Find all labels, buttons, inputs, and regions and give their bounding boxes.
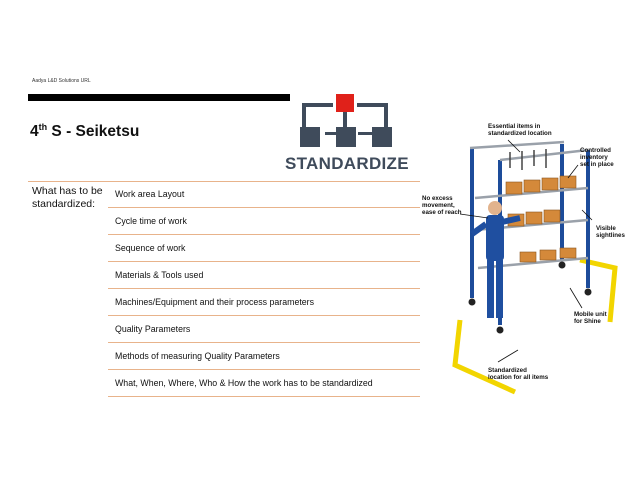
workstation-illustration: Essential items in standardized location…	[422, 123, 625, 395]
annotation-essential: Essential items in standardized location	[488, 123, 552, 137]
annotation-std-location: Standardized location for all items	[488, 367, 549, 381]
standardized-items-list: Work area Layout Cycle time of work Sequ…	[108, 181, 420, 397]
list-item: Cycle time of work	[108, 208, 420, 235]
annotation-no-excess: No excess movement, ease of reach	[422, 195, 462, 216]
list-item: Methods of measuring Quality Parameters	[108, 343, 420, 370]
title-text: S - Seiketsu	[47, 123, 140, 141]
logo-block-left	[300, 127, 320, 147]
logo-bar-right	[357, 103, 388, 107]
inventory-boxes	[505, 175, 577, 263]
logo-link-right	[358, 132, 373, 135]
title-number: 4	[30, 123, 39, 141]
list-item: Materials & Tools used	[108, 262, 420, 289]
standardize-logo-icon	[300, 94, 392, 147]
hanging-tools-icon	[509, 149, 547, 170]
logo-post-left	[302, 103, 306, 127]
list-item: Machines/Equipment and their process par…	[108, 289, 420, 316]
floor-marking-right	[579, 257, 618, 323]
worker-figure	[470, 201, 521, 318]
annotation-mobile: Mobile unit for Shine	[574, 311, 608, 325]
what-standardized-label: What has to be standardized:	[32, 185, 103, 210]
logo-block-right	[372, 127, 392, 147]
slide-title: 4th S - Seiketsu	[30, 122, 139, 141]
list-item: Sequence of work	[108, 235, 420, 262]
black-bar-divider	[28, 94, 290, 101]
list-item: Work area Layout	[108, 181, 420, 208]
logo-post-mid	[343, 112, 347, 127]
annotation-visible: Visible sightlines	[596, 225, 625, 239]
rack-wheels	[468, 261, 592, 334]
logo-red-square	[336, 94, 354, 112]
logo-bar-left	[302, 103, 333, 107]
table-top-rule	[28, 181, 420, 182]
annotation-leaders	[459, 139, 593, 363]
title-superscript: th	[38, 122, 48, 132]
header-small-text: Aadya L&D Solutions URL	[32, 78, 91, 84]
logo-block-mid	[336, 127, 356, 147]
logo-link-left	[325, 132, 340, 135]
list-item: What, When, Where, Who & How the work ha…	[108, 370, 420, 397]
standardize-label: STANDARDIZE	[285, 154, 409, 173]
logo-post-right	[384, 103, 388, 127]
floor-marking-left	[452, 319, 517, 395]
annotation-controlled: Controlled inventory set in place	[580, 147, 614, 168]
list-item: Quality Parameters	[108, 316, 420, 343]
